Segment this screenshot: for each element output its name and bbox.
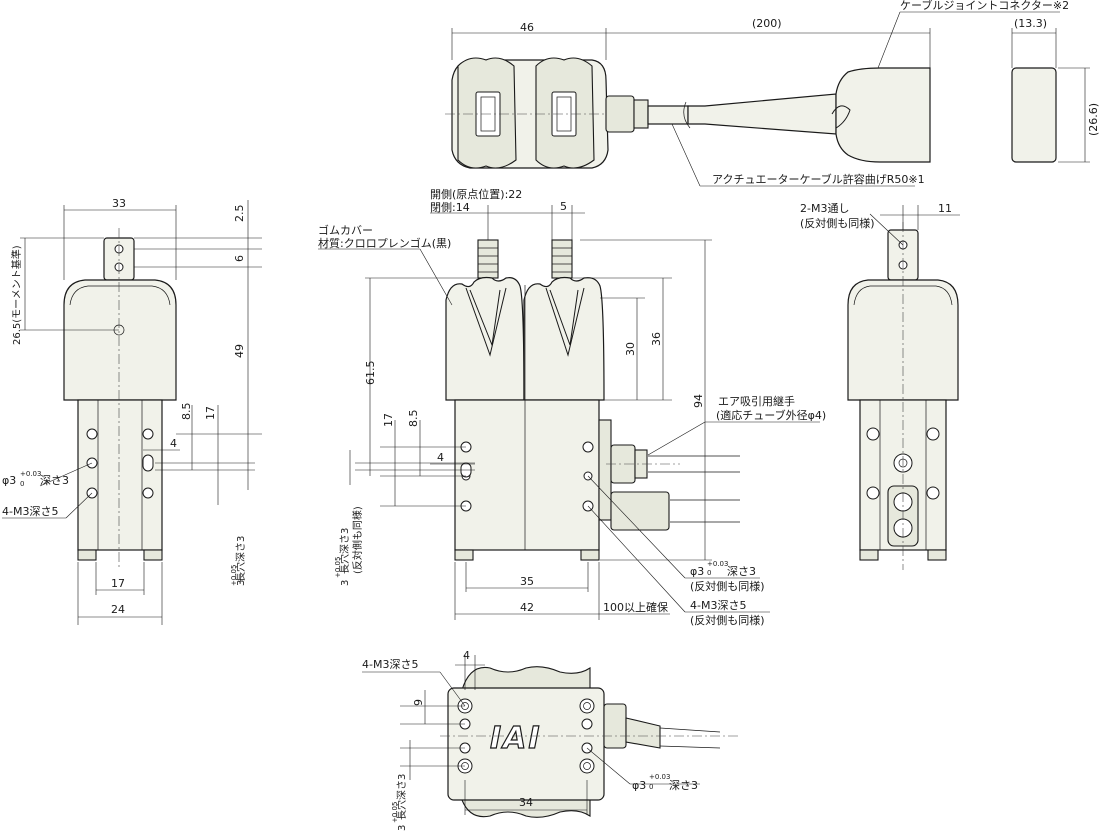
right-side-dimensions: 11 2-M3通し (反対側も同様) bbox=[800, 202, 960, 246]
front-view bbox=[445, 239, 740, 561]
label-depth3: 深さ3 bbox=[40, 474, 69, 487]
label-actuator-cable: アクチュエーターケーブル許容曲げR50※1 bbox=[712, 172, 925, 186]
dim-61-5: 61.5 bbox=[364, 361, 377, 386]
dim-42: 42 bbox=[520, 601, 534, 614]
dim-49: 49 bbox=[233, 344, 246, 358]
label-m3-front-sub: (反対側も同様) bbox=[690, 613, 765, 627]
label-rubber-cover-1: ゴムカバー bbox=[318, 223, 373, 237]
label-slot-front-sub: (反対側も同様) bbox=[351, 506, 364, 574]
label-tol-plus: +0.03 bbox=[20, 470, 41, 478]
dim-bottom-9: 9 bbox=[412, 699, 425, 706]
iai-logo: IAI bbox=[490, 721, 542, 756]
label-m3-front: 4-M3深さ5 bbox=[690, 599, 746, 612]
label-phi3-bottom-tol-plus: +0.03 bbox=[649, 773, 670, 781]
label-phi3-front-tol-plus: +0.03 bbox=[707, 560, 728, 568]
dim-bottom-17: 17 bbox=[111, 577, 125, 590]
label-clearance: 100以上確保 bbox=[603, 600, 668, 614]
dim-front-8-5: 8.5 bbox=[407, 410, 420, 428]
bottom-view: IAI bbox=[440, 666, 740, 818]
label-slot-bottom-side: 3 bbox=[397, 825, 408, 831]
left-side-view bbox=[63, 228, 177, 570]
label-moment-ref: 26.5(モーメント基準) bbox=[10, 245, 23, 345]
label-air-fitting-2: (適応チューブ外径φ4) bbox=[716, 408, 826, 422]
bottom-view-dimensions: 4-M3深さ5 4 9 3 +0.05 長穴深さ3 34 φ3 +0.03 0 … bbox=[362, 649, 700, 831]
dim-94: 94 bbox=[692, 394, 705, 408]
label-phi3-front-tol-zero: 0 bbox=[707, 569, 711, 577]
label-m3-top: 4-M3深さ5 bbox=[362, 658, 418, 671]
dim-8-5: 8.5 bbox=[180, 403, 193, 421]
dim-bottom-4: 4 bbox=[463, 649, 470, 662]
dim-30: 30 bbox=[624, 342, 637, 356]
label-slot-bottom: 長穴深さ3 bbox=[395, 774, 408, 820]
front-view-dimensions: 開側(原点位置):22 閉側:14 5 ゴムカバー 材質:クロロプレンゴム(黒)… bbox=[318, 187, 826, 627]
label-slot-bottom-tol: +0.05 bbox=[391, 802, 399, 823]
label-phi3-bottom-depth: 深さ3 bbox=[669, 779, 698, 792]
label-slot-front-side: 3 bbox=[340, 580, 351, 586]
dim-36: 36 bbox=[650, 332, 663, 346]
label-stroke-open: 開側(原点位置):22 bbox=[430, 187, 522, 201]
dim-6: 6 bbox=[233, 255, 246, 262]
label-slot-tol-left: +0.05 bbox=[230, 565, 238, 586]
dim-13-3: (13.3) bbox=[1014, 17, 1047, 30]
dim-4: 4 bbox=[170, 437, 177, 450]
dim-11: 11 bbox=[938, 202, 952, 215]
dim-46: 46 bbox=[520, 21, 534, 34]
left-side-dimensions: 33 2.5 6 49 26.5(モーメント基準) 8.5 17 4 φ3 +0… bbox=[2, 197, 262, 625]
label-phi3-front-sub: (反対側も同様) bbox=[690, 579, 765, 593]
dim-17: 17 bbox=[204, 406, 217, 420]
dim-5: 5 bbox=[560, 200, 567, 213]
dim-front-4: 4 bbox=[437, 451, 444, 464]
top-view-dimensions: 46 (200) (13.3) (26.6) ケーブルジョイントコネクター※2 … bbox=[451, 0, 1100, 187]
label-phi3-front-depth: 深さ3 bbox=[727, 565, 756, 578]
label-slot-front-tol: +0.05 bbox=[334, 557, 342, 578]
dim-front-17: 17 bbox=[382, 413, 395, 427]
dim-35: 35 bbox=[520, 575, 534, 588]
label-m3-depth5: 4-M3深さ5 bbox=[2, 505, 58, 518]
dim-2-5: 2.5 bbox=[233, 205, 246, 223]
right-side-view bbox=[847, 222, 959, 570]
label-stroke-close: 閉側:14 bbox=[430, 201, 470, 214]
label-tol-zero: 0 bbox=[20, 480, 24, 488]
label-phi3: φ3 bbox=[2, 474, 16, 487]
label-rubber-cover-2: 材質:クロロプレンゴム(黒) bbox=[318, 236, 451, 250]
label-phi3-bottom-tol-zero: 0 bbox=[649, 783, 653, 791]
label-phi3-front: φ3 bbox=[690, 565, 704, 578]
label-slot-left: 長穴深さ3 bbox=[234, 536, 247, 582]
label-m3-through-sub: (反対側も同様) bbox=[800, 216, 875, 230]
dim-33: 33 bbox=[112, 197, 126, 210]
dim-34: 34 bbox=[519, 796, 533, 809]
label-slot-front: 長穴深さ3 bbox=[338, 528, 351, 574]
label-air-fitting-1: エア吸引用継手 bbox=[718, 394, 795, 408]
dim-200: (200) bbox=[752, 17, 782, 30]
label-m3-through: 2-M3通し bbox=[800, 202, 849, 215]
label-slot-side-left: 3 bbox=[236, 580, 247, 586]
top-view bbox=[445, 57, 1057, 169]
dim-bottom-24: 24 bbox=[111, 603, 125, 616]
label-cable-connector: ケーブルジョイントコネクター※2 bbox=[900, 0, 1069, 12]
label-phi3-bottom: φ3 bbox=[632, 779, 646, 792]
dim-26-6: (26.6) bbox=[1087, 103, 1100, 136]
